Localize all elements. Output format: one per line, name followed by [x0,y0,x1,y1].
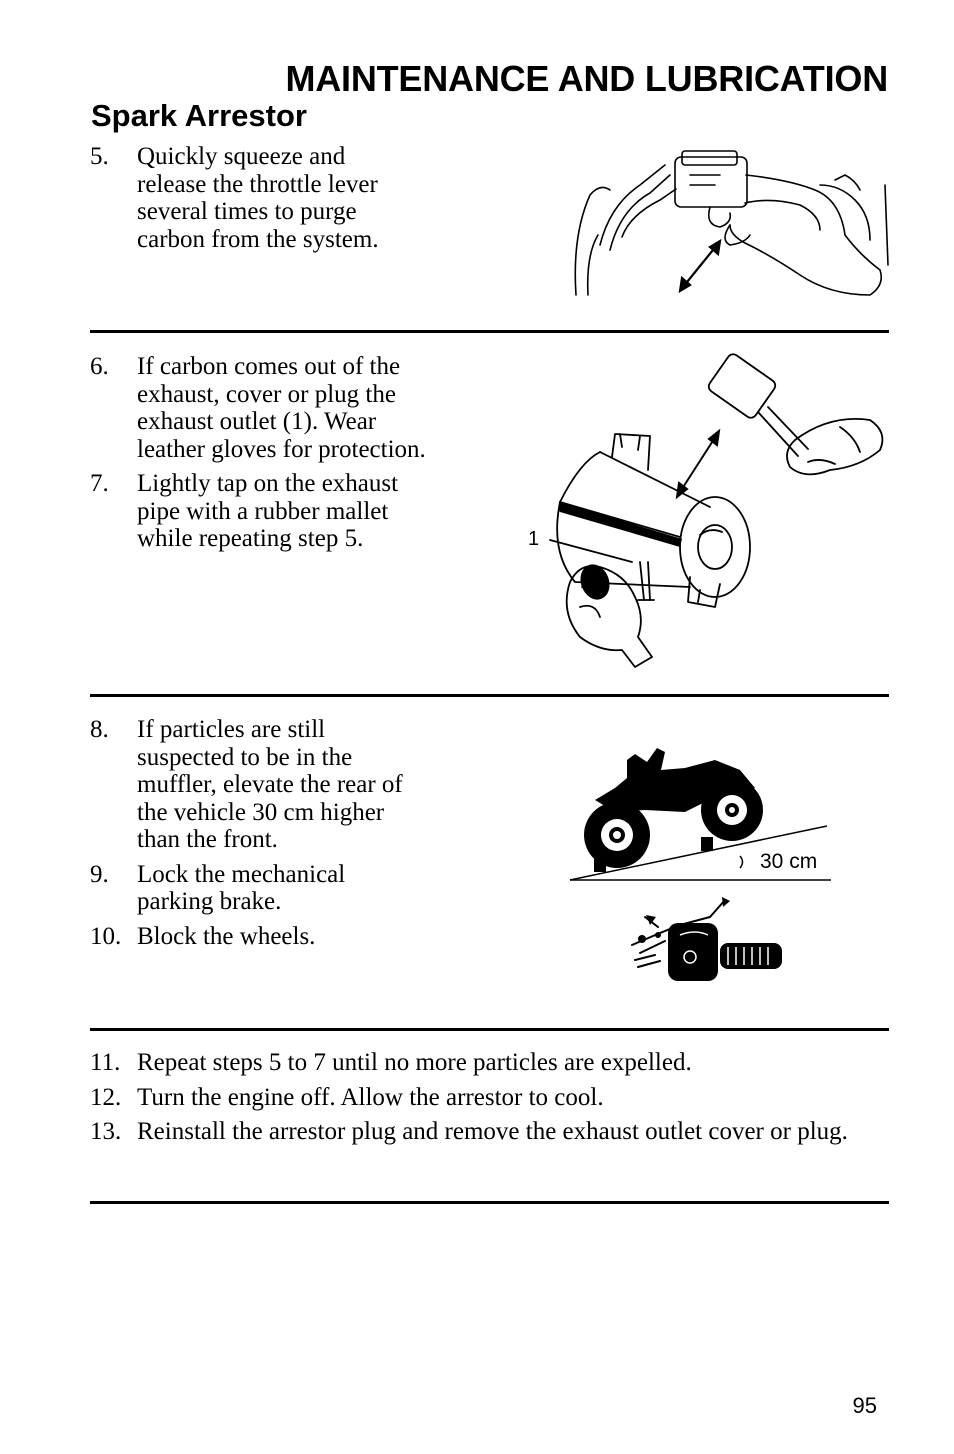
muffler-mallet-illustration [549,353,884,668]
atv-incline-illustration [569,748,831,881]
list-item: 8. If particles are still suspected to b… [90,716,420,854]
divider [90,1028,889,1031]
muffler-callout-label: 1 [528,528,540,550]
step-text: Repeat steps 5 to 7 until no more partic… [137,1049,692,1076]
step-text: If carbon comes out of the exhaust, cove… [137,353,426,463]
list-item: 13. Reinstall the arrestor plug and remo… [90,1118,880,1146]
step-number: 9. [90,860,109,888]
list-item: 12. Turn the engine off. Allow the arres… [90,1084,880,1112]
step-number: 8. [90,716,109,743]
step-list-4: 11. Repeat steps 5 to 7 until no more pa… [90,1049,880,1153]
step-list-3: 8. If particles are still suspected to b… [90,716,420,957]
step-number: 13. [90,1118,122,1145]
list-item: 7. Lightly tap on the exhaust pipe with … [90,470,435,553]
list-item: 5. Quickly squeeze and release the throt… [90,143,420,253]
incline-height-label: 30 cm [760,850,818,873]
step-text: Quickly squeeze and release the throttle… [137,143,379,253]
throttle-illustration [574,150,889,296]
step-number: 5. [90,143,109,170]
header-title: MAINTENANCE AND LUBRICATION [285,58,888,99]
step-text: Lightly tap on the exhaust pipe with a r… [137,470,399,552]
list-item: 9. Lock the mechanical parking brake. [90,861,420,916]
page-number: 95 [852,1393,877,1418]
step-number: 10. [90,922,122,950]
divider [90,1201,889,1204]
divider [90,330,889,333]
step-number: 12. [90,1083,122,1111]
step-number: 11. [90,1049,121,1076]
step-text: Reinstall the arrestor plug and remove t… [137,1118,848,1145]
divider [90,694,889,697]
step-text: Block the wheels. [137,922,316,950]
list-item: 6. If carbon comes out of the exhaust, c… [90,353,435,463]
list-item: 10. Block the wheels. [90,923,420,951]
section-title: Spark Arrestor [91,98,307,133]
step-text: Lock the mechanical parking brake. [137,860,346,916]
step-list-2: 6. If carbon comes out of the exhaust, c… [90,353,435,560]
step-text: If particles are still suspected to be i… [137,716,403,853]
parking-brake-illustration [631,897,782,981]
step-text: Turn the engine off. Allow the arrestor … [137,1083,604,1111]
step-number: 7. [90,470,109,497]
step-list-1: 5. Quickly squeeze and release the throt… [90,143,420,260]
step-number: 6. [90,353,109,380]
list-item: 11. Repeat steps 5 to 7 until no more pa… [90,1049,880,1077]
